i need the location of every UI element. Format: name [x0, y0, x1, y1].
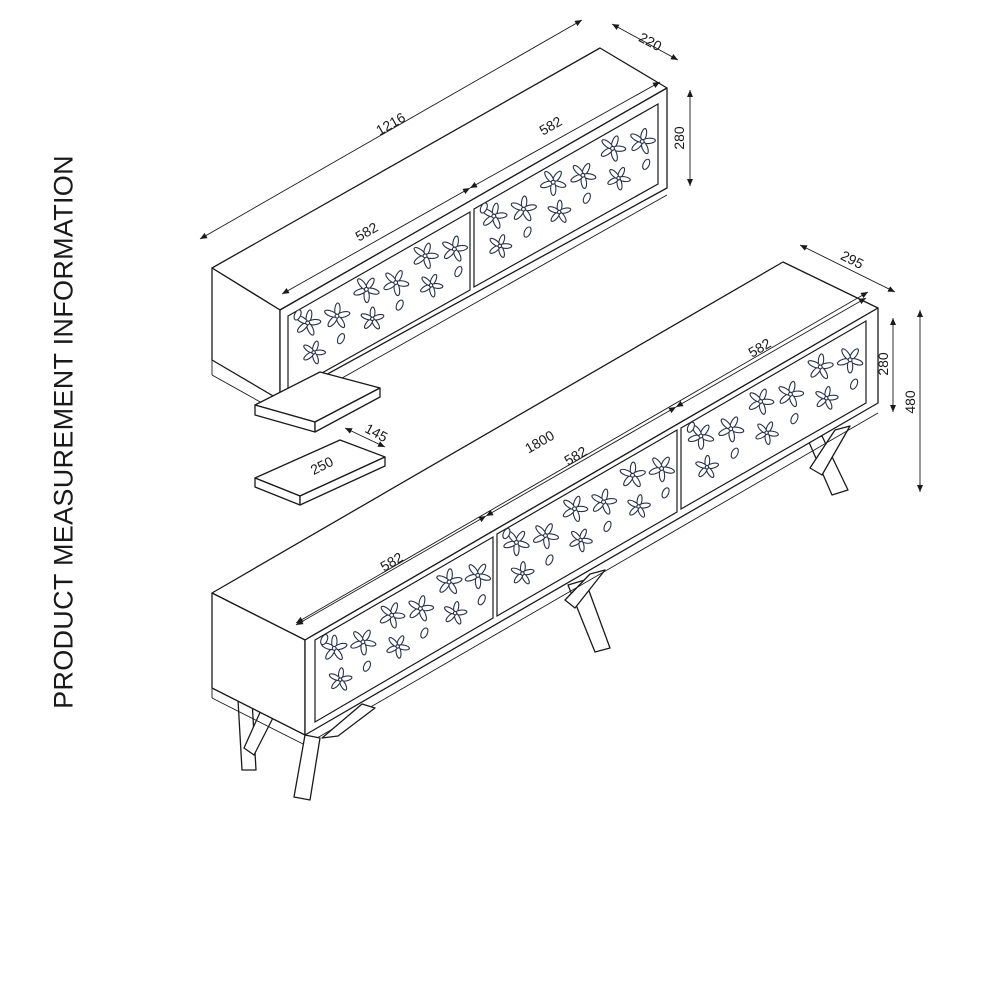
- dim-line-top-depth: [611, 23, 679, 61]
- dim-top-width: 1216: [373, 109, 408, 138]
- flower-cutout: [386, 635, 410, 659]
- dim-bottom-body-height: 280: [875, 352, 891, 376]
- flower-cutout: [321, 634, 348, 661]
- dim-line-top-door-right: [469, 81, 661, 189]
- dim-shelf-depth: 145: [362, 420, 390, 445]
- flower-cutout: [489, 234, 513, 258]
- dim-line-bottom-depth: [799, 244, 896, 293]
- leaf-cutout: [362, 660, 372, 672]
- leaf-cutout: [420, 627, 429, 639]
- leaf-cutout: [320, 634, 329, 646]
- dim-line-top-width: [199, 19, 583, 240]
- flower-cutout: [350, 629, 377, 656]
- tv-leg: [321, 703, 376, 739]
- top-cabinet: [211, 47, 668, 414]
- dim-line-bottom-door-left: [295, 515, 487, 626]
- tv-base-edge: [211, 697, 306, 746]
- page-title: PRODUCT MEASUREMENT INFORMATION: [48, 155, 79, 709]
- dim-line-bottom-door-right: [675, 297, 867, 408]
- flower-cutout: [328, 667, 353, 691]
- leaf-cutout: [582, 192, 591, 204]
- dim-line-bottom-door-middle: [485, 406, 677, 517]
- tv-leg: [293, 734, 321, 801]
- dim-top-height: 280: [671, 126, 687, 150]
- dim-bottom-total-height: 480: [902, 390, 918, 414]
- dim-bottom-depth: 295: [838, 247, 866, 272]
- dim-line-top-door-left: [281, 187, 471, 295]
